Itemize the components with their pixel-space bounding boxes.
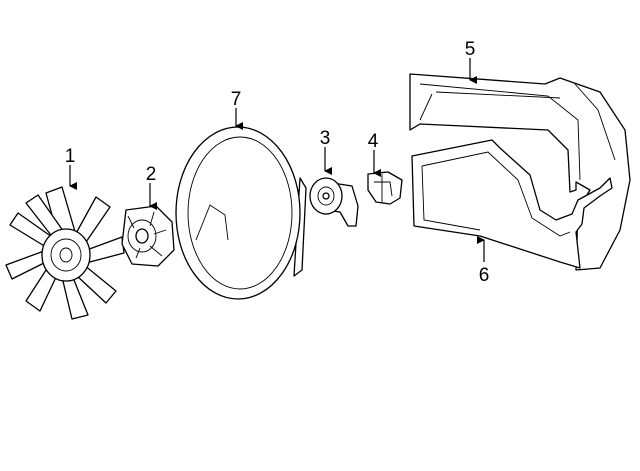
callout-label-5: 5 [465, 39, 476, 60]
callout-label-7: 7 [231, 89, 242, 110]
fan-blade-part[interactable] [5, 186, 125, 320]
lower-shroud-part[interactable] [411, 139, 613, 269]
callout-label-3: 3 [320, 128, 331, 149]
fan-shroud-ring-part[interactable] [175, 126, 307, 300]
callout-label-6: 6 [479, 265, 490, 286]
fan-clutch-part[interactable] [121, 205, 175, 267]
fan-motor-bracket-part[interactable] [367, 171, 403, 205]
water-pump-part[interactable] [309, 177, 359, 227]
callout-label-4: 4 [368, 131, 379, 152]
callout-label-1: 1 [65, 146, 76, 167]
callout-label-2: 2 [146, 164, 157, 185]
